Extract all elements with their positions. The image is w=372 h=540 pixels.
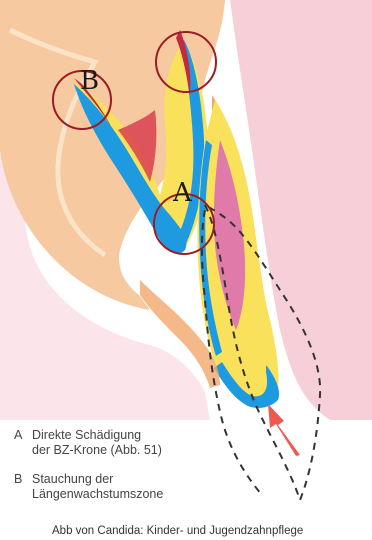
legend-key: A [14,428,32,443]
legend-key: B [14,472,32,487]
force-arrow-icon [268,404,300,456]
legend-line: Direkte Schädigung [32,428,141,442]
legend-line: Längenwachstumszone [32,487,163,501]
legend-line: der BZ-Krone (Abb. 51) [32,443,162,457]
legend-line: Stauchung der [32,472,113,486]
legend-item-b: BStauchung derLängenwachstumszone [14,472,163,502]
label-a: A [173,180,192,206]
image-caption: Abb von Candida: Kinder- und Jugendzahnp… [52,525,303,537]
legend-item-a: ADirekte Schädigungder BZ-Krone (Abb. 51… [14,428,162,458]
label-b: B [80,68,99,94]
